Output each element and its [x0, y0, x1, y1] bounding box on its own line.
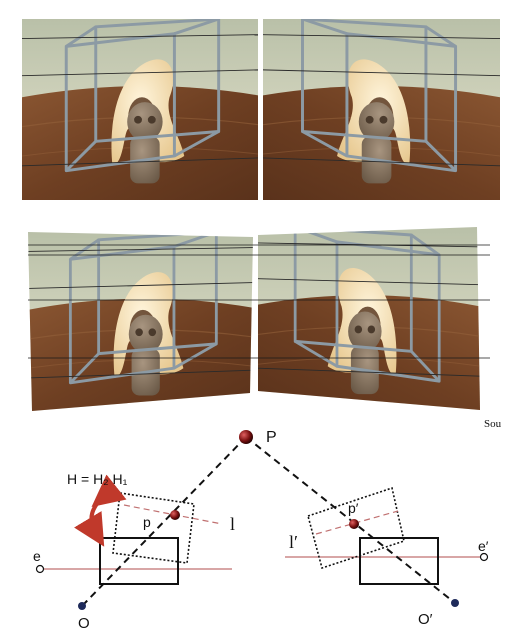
source-caption: Sou: [484, 418, 502, 430]
camera-center-left: [78, 602, 86, 610]
label-O: O: [78, 615, 90, 632]
label-e: e: [33, 548, 41, 564]
label-homography: H = H₂ H₁: [67, 471, 128, 487]
ray-left: [81, 436, 247, 607]
label-p-prime: p′: [348, 500, 359, 516]
original-left-photo: [22, 19, 258, 200]
label-O-prime: O′: [418, 611, 433, 628]
ray-right: [245, 436, 456, 604]
label-p: p: [143, 514, 151, 530]
image-point-left: [170, 510, 180, 520]
epipole-right: [479, 552, 489, 562]
right-image-plane: [359, 537, 439, 585]
left-image-plane: [99, 537, 179, 585]
rotation-arrow: [74, 474, 127, 547]
epipolar-geometry-diagram: P H = H₂ H₁ p l O e p′ l′ O′ e′: [33, 429, 489, 632]
label-l: l: [230, 514, 235, 534]
world-point: [239, 430, 253, 444]
image-point-right: [349, 519, 359, 529]
rectified-scanlines: [28, 244, 490, 359]
left-rectified-plane: [112, 492, 195, 564]
label-l-prime: l′: [289, 532, 298, 552]
label-e-prime: e′: [478, 538, 489, 554]
label-P: P: [266, 429, 277, 446]
rectified-left-photo: [28, 232, 253, 411]
camera-center-right: [451, 599, 459, 607]
original-right-photo: [263, 19, 500, 200]
epipole-left: [35, 564, 45, 574]
epiline-left: [123, 504, 223, 525]
